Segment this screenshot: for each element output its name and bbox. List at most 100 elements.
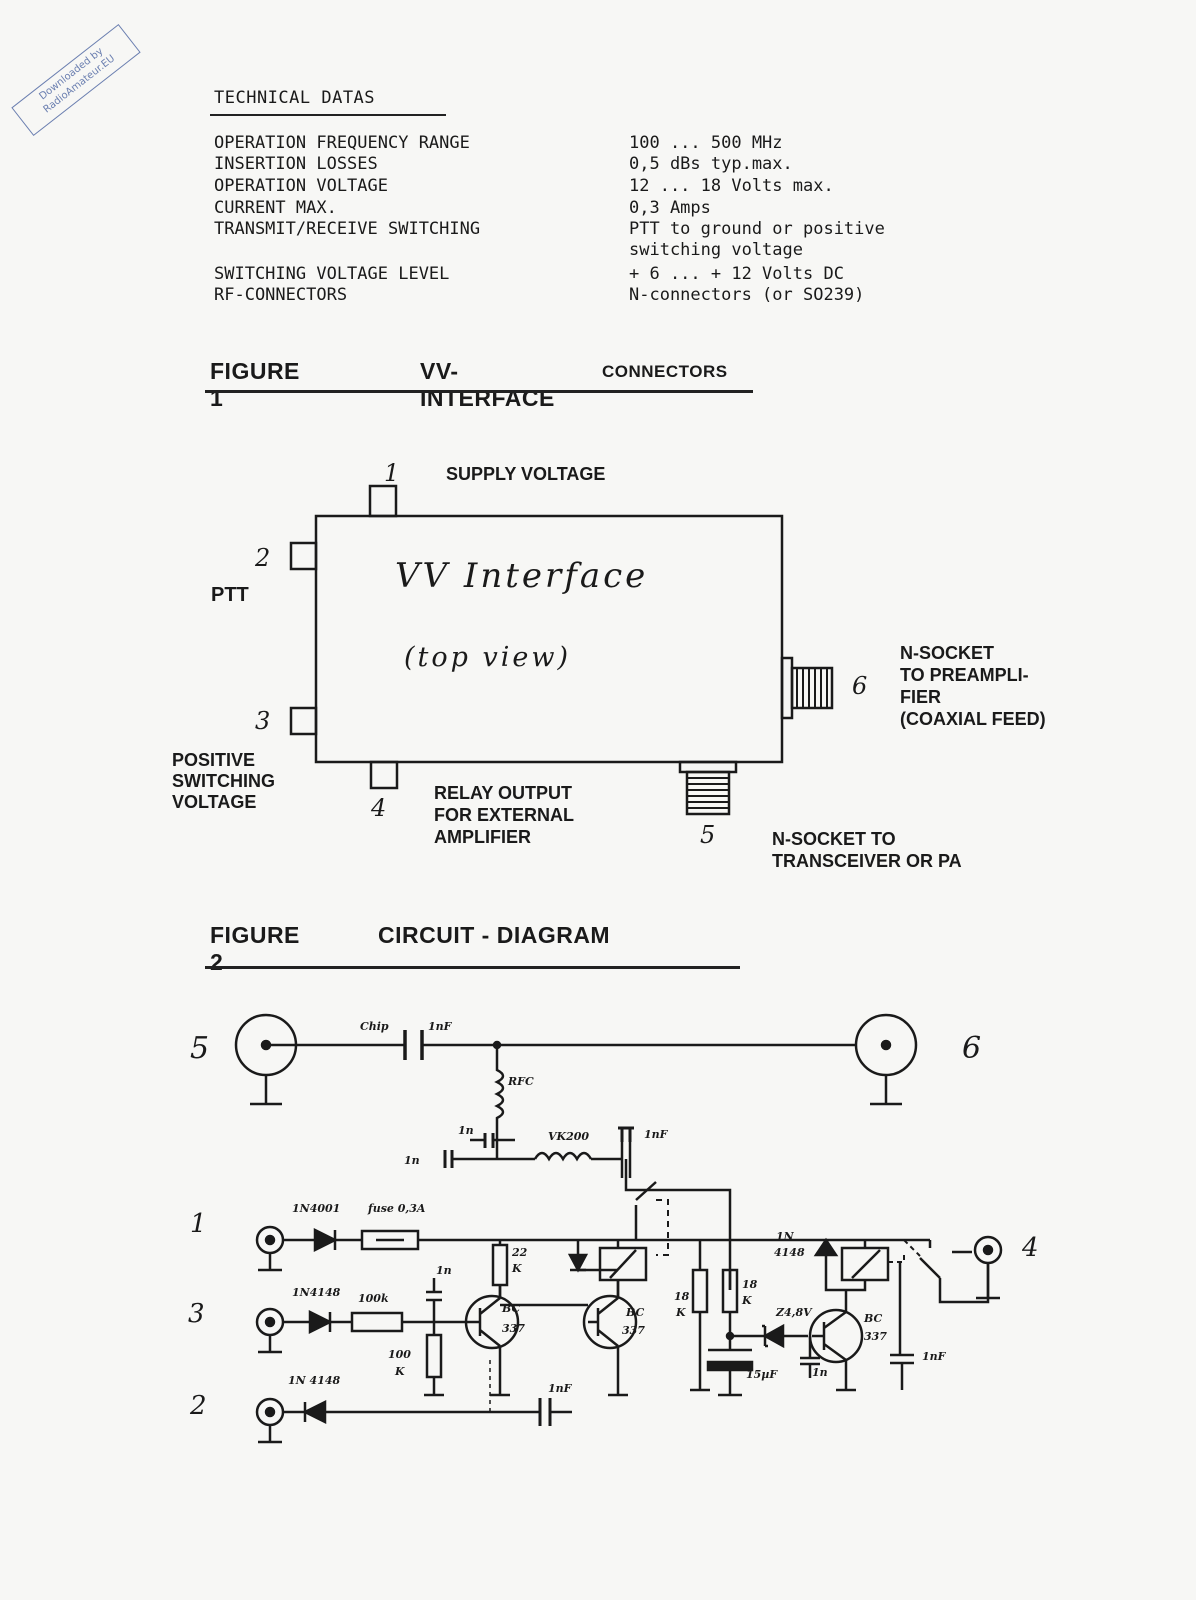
chip-label: Chip: [360, 1020, 389, 1033]
cap-1nf-right-value: 1nF: [922, 1350, 947, 1363]
coax-socket-5: [234, 1013, 298, 1106]
diode-1n4148-pin2: [302, 1399, 327, 1425]
cap-1n-base: [426, 1278, 442, 1322]
resistor-18k-a: [691, 1268, 709, 1314]
relay-coil-1: [598, 1246, 648, 1282]
spec-label: CURRENT MAX.: [214, 198, 337, 218]
voltage-label: VOLTAGE: [172, 792, 256, 812]
input-pin-2: [255, 1397, 285, 1444]
spec-label: OPERATION VOLTAGE: [214, 176, 388, 196]
resistor-100k-base-unit: K: [394, 1365, 405, 1378]
spec-value: 12 ... 18 Volts max.: [629, 176, 834, 196]
n-socket-5-connector: [678, 760, 738, 816]
spec-value: + 6 ... + 12 Volts DC: [629, 264, 844, 284]
box-subtitle: (top view): [404, 642, 571, 673]
resistor-100k-base: [425, 1333, 443, 1379]
vk200-label: VK200: [548, 1130, 589, 1143]
pin3-connector: [289, 706, 318, 736]
figure1-underline: [205, 390, 753, 393]
r18k-a-unit: K: [675, 1306, 686, 1319]
zener-label: Z4,8V: [775, 1306, 813, 1319]
pin1-number: 1: [384, 459, 399, 487]
spec-value: 100 ... 500 MHz: [629, 133, 783, 153]
cap-1n-t3-value: 1n: [812, 1366, 828, 1379]
figure2-underline: [205, 966, 740, 969]
cap-1nf-vk: [618, 1126, 634, 1142]
spec-label: OPERATION FREQUENCY RANGE: [214, 133, 470, 153]
fig2-pin5: 5: [190, 1031, 209, 1066]
chip-capacitor: [403, 1030, 424, 1060]
resistor-100k-base-value: 100: [388, 1348, 411, 1361]
pin2-number: 2: [254, 544, 270, 572]
spec-label: SWITCHING VOLTAGE LEVEL: [214, 264, 450, 284]
figure1-name: VV-INTERFACE: [420, 358, 555, 411]
cap-1nf-vk-value: 1nF: [644, 1128, 669, 1141]
n-socket-6-label-4: (COAXIAL FEED): [900, 709, 1046, 729]
resistor-100k-label: 100k: [358, 1292, 389, 1305]
n-socket-5-label-2: TRANSCEIVER OR PA: [772, 851, 962, 871]
fig2-pin1: 1: [190, 1209, 207, 1239]
t2-type-1: BC: [625, 1306, 645, 1319]
pin1-connector: [368, 484, 398, 518]
n-socket-6-label-3: FIER: [900, 687, 941, 707]
r18k-b-unit: K: [741, 1294, 752, 1307]
relay-output-label-2: FOR EXTERNAL: [434, 805, 574, 825]
cap-1n-left: [443, 1150, 454, 1168]
n-socket-6-label-1: N-SOCKET: [900, 643, 994, 663]
spec-label: TRANSMIT/RECEIVE SWITCHING: [214, 219, 481, 239]
spec-value: switching voltage: [629, 240, 803, 260]
fig2-pin3: 3: [188, 1299, 205, 1329]
relay-contact-1: [634, 1181, 657, 1240]
figure2-name: CIRCUIT - DIAGRAM: [378, 922, 611, 948]
diode-1n4001-label: 1N4001: [292, 1202, 340, 1215]
cap-1nf-pin2-value: 1nF: [548, 1382, 573, 1395]
t3-type-1: BC: [863, 1312, 883, 1325]
relay-output-label-3: AMPLIFIER: [434, 827, 531, 847]
cap-1n-rfc: [483, 1133, 495, 1148]
pin4-number: 4: [370, 794, 386, 822]
switching-label: SWITCHING: [172, 771, 275, 791]
diode-1n4148-pin2-label: 1N 4148: [288, 1374, 340, 1387]
diode-1n4001: [313, 1227, 338, 1253]
positive-label: POSITIVE: [172, 750, 255, 770]
coax-socket-6: [854, 1013, 918, 1106]
r18k-b-value: 18: [742, 1278, 758, 1291]
relay-contact-2: [919, 1240, 990, 1304]
fig2-pin2: 2: [189, 1391, 207, 1421]
ptt-label: PTT: [211, 584, 249, 606]
resistor-22k: [491, 1243, 509, 1287]
rfc-label: RFC: [507, 1075, 534, 1088]
t3-type-2: 337: [864, 1330, 887, 1343]
fuse-03a: [360, 1229, 420, 1251]
cap-1nf-right: [890, 1262, 914, 1390]
resistor-22k-value: 22: [511, 1246, 528, 1259]
fuse-label: fuse 0,3A: [367, 1202, 426, 1215]
cap-1n-rfc-value: 1n: [458, 1124, 474, 1137]
spec-value: PTT to ground or positive: [629, 219, 885, 239]
relay-diode-1: [567, 1240, 589, 1273]
supply-voltage-label: SUPPLY VOLTAGE: [446, 464, 605, 484]
resistor-22k-unit: K: [511, 1262, 522, 1275]
figure1-subtitle: CONNECTORS: [602, 362, 728, 381]
input-pin-1: [255, 1225, 285, 1272]
cap-1n-base-value: 1n: [436, 1264, 452, 1277]
input-pin-3: [255, 1307, 285, 1354]
diode-1n4148-label: 1N4148: [292, 1286, 341, 1299]
cap-15uf-value: 15µF: [746, 1368, 778, 1381]
pin5-number: 5: [700, 821, 715, 849]
d4-label-2: 4148: [774, 1246, 805, 1259]
relay-output-label-1: RELAY OUTPUT: [434, 783, 572, 803]
chip-cap-value: 1nF: [428, 1020, 453, 1033]
heading-underline: [210, 114, 446, 116]
t1-type-1: BC: [501, 1302, 521, 1315]
interface-box: [314, 514, 784, 764]
spec-label: RF-CONNECTORS: [214, 285, 348, 305]
t1-type-2: 337: [502, 1322, 525, 1335]
n-socket-6-connector: [780, 656, 834, 720]
pin2-connector: [289, 541, 318, 571]
box-title: VV Interface: [395, 556, 648, 596]
spec-value: N-connectors (or SO239): [629, 285, 865, 305]
fig2-pin4: 4: [1021, 1233, 1039, 1263]
r18k-a-value: 18: [674, 1290, 690, 1303]
